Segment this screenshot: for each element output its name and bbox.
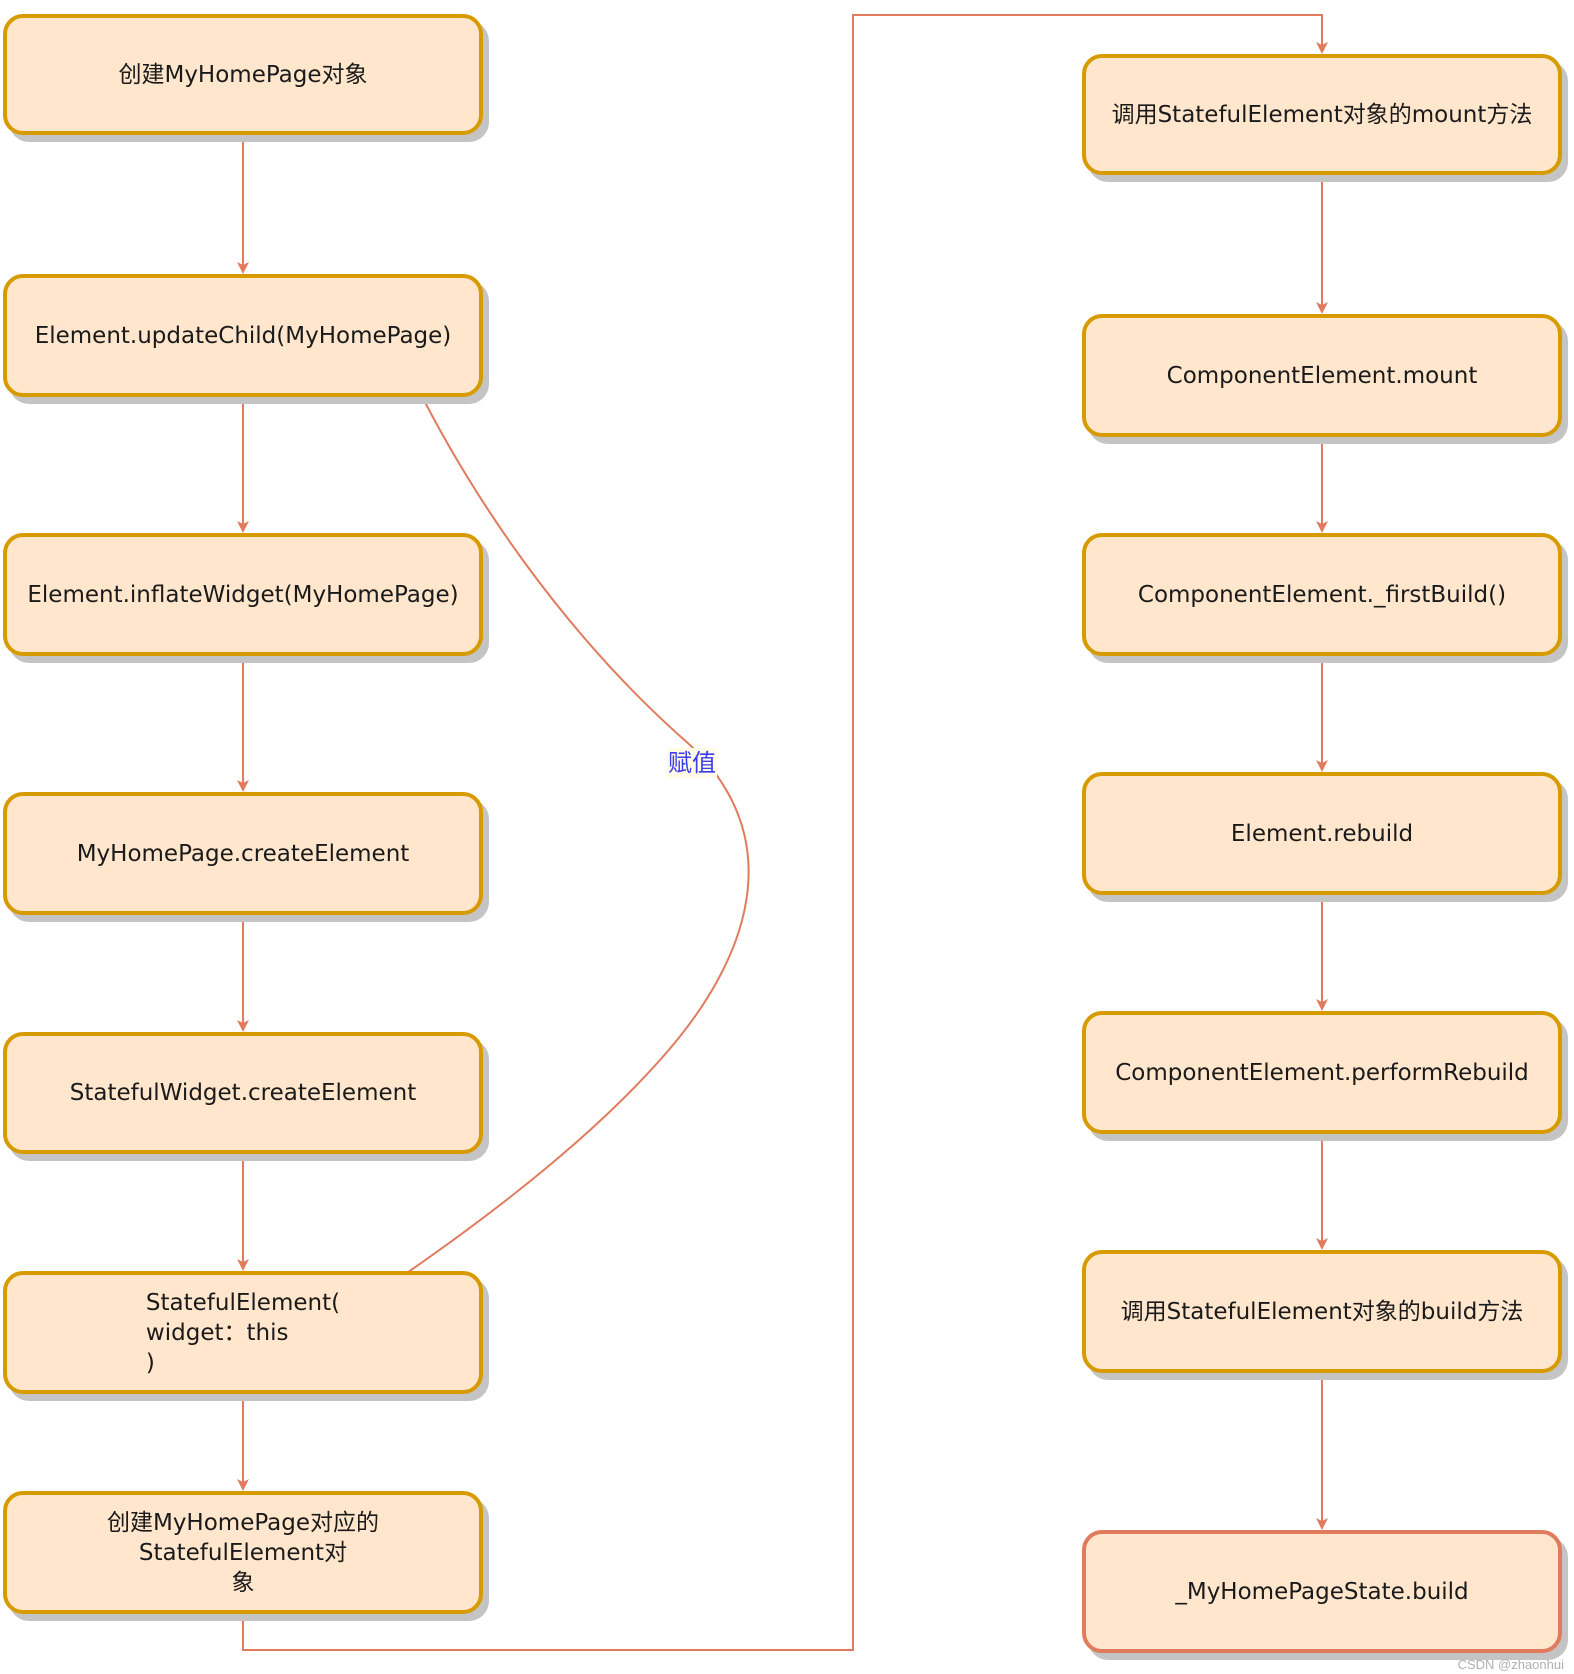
node-call-mount[interactable]: 调用StatefulElement对象的mount方法 (1082, 54, 1562, 175)
node-create-statefulelement[interactable]: 创建MyHomePage对应的StatefulElement对 象 (3, 1491, 483, 1614)
node-componentelement-firstbuild[interactable]: ComponentElement._firstBuild() (1082, 533, 1562, 656)
edge-n2-n6-curve (323, 355, 750, 1330)
node-statefulwidget-createelement[interactable]: StatefulWidget.createElement (3, 1032, 483, 1154)
node-element-inflatewidget[interactable]: Element.inflateWidget(MyHomePage) (3, 533, 483, 656)
node-element-updatechild[interactable]: Element.updateChild(MyHomePage) (3, 274, 483, 397)
node-label: _MyHomePageState.build (1175, 1578, 1469, 1605)
node-label: 调用StatefulElement对象的mount方法 (1111, 101, 1533, 128)
node-label: ComponentElement.performRebuild (1115, 1059, 1529, 1086)
node-label: StatefulElement( widget：this ) (145, 1289, 341, 1376)
node-label: ComponentElement._firstBuild() (1137, 581, 1507, 608)
watermark: CSDN @zhaonhui (1457, 1657, 1564, 1672)
node-myhomepagestate-build[interactable]: _MyHomePageState.build (1082, 1530, 1562, 1653)
node-statefulelement-constructor[interactable]: StatefulElement( widget：this ) (3, 1271, 483, 1394)
node-label: MyHomePage.createElement (76, 840, 410, 867)
node-call-build[interactable]: 调用StatefulElement对象的build方法 (1082, 1250, 1562, 1373)
node-componentelement-performrebuild[interactable]: ComponentElement.performRebuild (1082, 1011, 1562, 1134)
node-label: Element.rebuild (1230, 820, 1414, 847)
node-label: 调用StatefulElement对象的build方法 (1120, 1298, 1524, 1325)
node-label: Element.updateChild(MyHomePage) (34, 322, 452, 349)
node-create-myhomepage[interactable]: 创建MyHomePage对象 (3, 14, 483, 135)
node-myhomepage-createelement[interactable]: MyHomePage.createElement (3, 792, 483, 915)
node-label: ComponentElement.mount (1166, 362, 1478, 389)
edge-label-assign: 赋值 (667, 748, 717, 778)
node-label: 创建MyHomePage对应的StatefulElement对 象 (106, 1509, 380, 1596)
edge-n7-n8 (242, 14, 1328, 1651)
node-label: 创建MyHomePage对象 (118, 61, 368, 88)
node-label: Element.inflateWidget(MyHomePage) (27, 581, 459, 608)
node-label: StatefulWidget.createElement (69, 1080, 417, 1106)
node-componentelement-mount[interactable]: ComponentElement.mount (1082, 314, 1562, 437)
node-element-rebuild[interactable]: Element.rebuild (1082, 772, 1562, 895)
